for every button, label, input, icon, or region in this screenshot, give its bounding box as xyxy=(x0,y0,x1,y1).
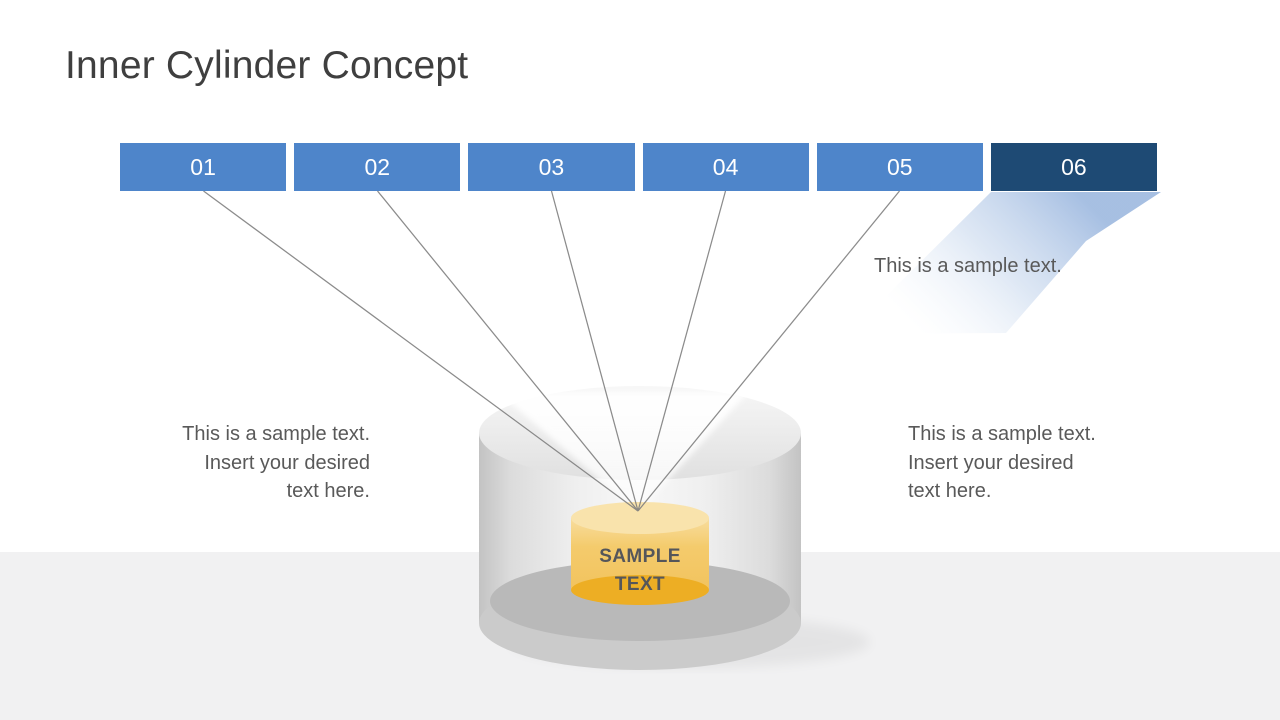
note-step6: This is a sample text. xyxy=(874,255,1062,277)
light-flare xyxy=(498,392,748,513)
step-box-04: 04 xyxy=(642,143,809,191)
inner-cylinder-label: SAMPLE TEXT xyxy=(599,546,681,595)
step-box-01: 01 xyxy=(120,143,287,191)
connector-line-01 xyxy=(203,190,639,512)
connector-line-04 xyxy=(637,190,727,512)
note-left: This is a sample text. Insert your desir… xyxy=(182,423,370,502)
step-box-06: 06 xyxy=(990,143,1158,191)
note-right: This is a sample text. Insert your desir… xyxy=(908,423,1096,502)
connector-line-03 xyxy=(550,190,639,512)
step-box-03: 03 xyxy=(468,143,635,191)
step-box-02: 02 xyxy=(294,143,461,191)
step6-highlight-beam xyxy=(848,192,1161,334)
connector-line-05 xyxy=(637,190,900,512)
slide-title: Inner Cylinder Concept xyxy=(65,44,469,87)
connector-line-02 xyxy=(377,190,639,512)
step-box-05: 05 xyxy=(816,143,983,191)
inner-cylinder xyxy=(571,502,709,605)
